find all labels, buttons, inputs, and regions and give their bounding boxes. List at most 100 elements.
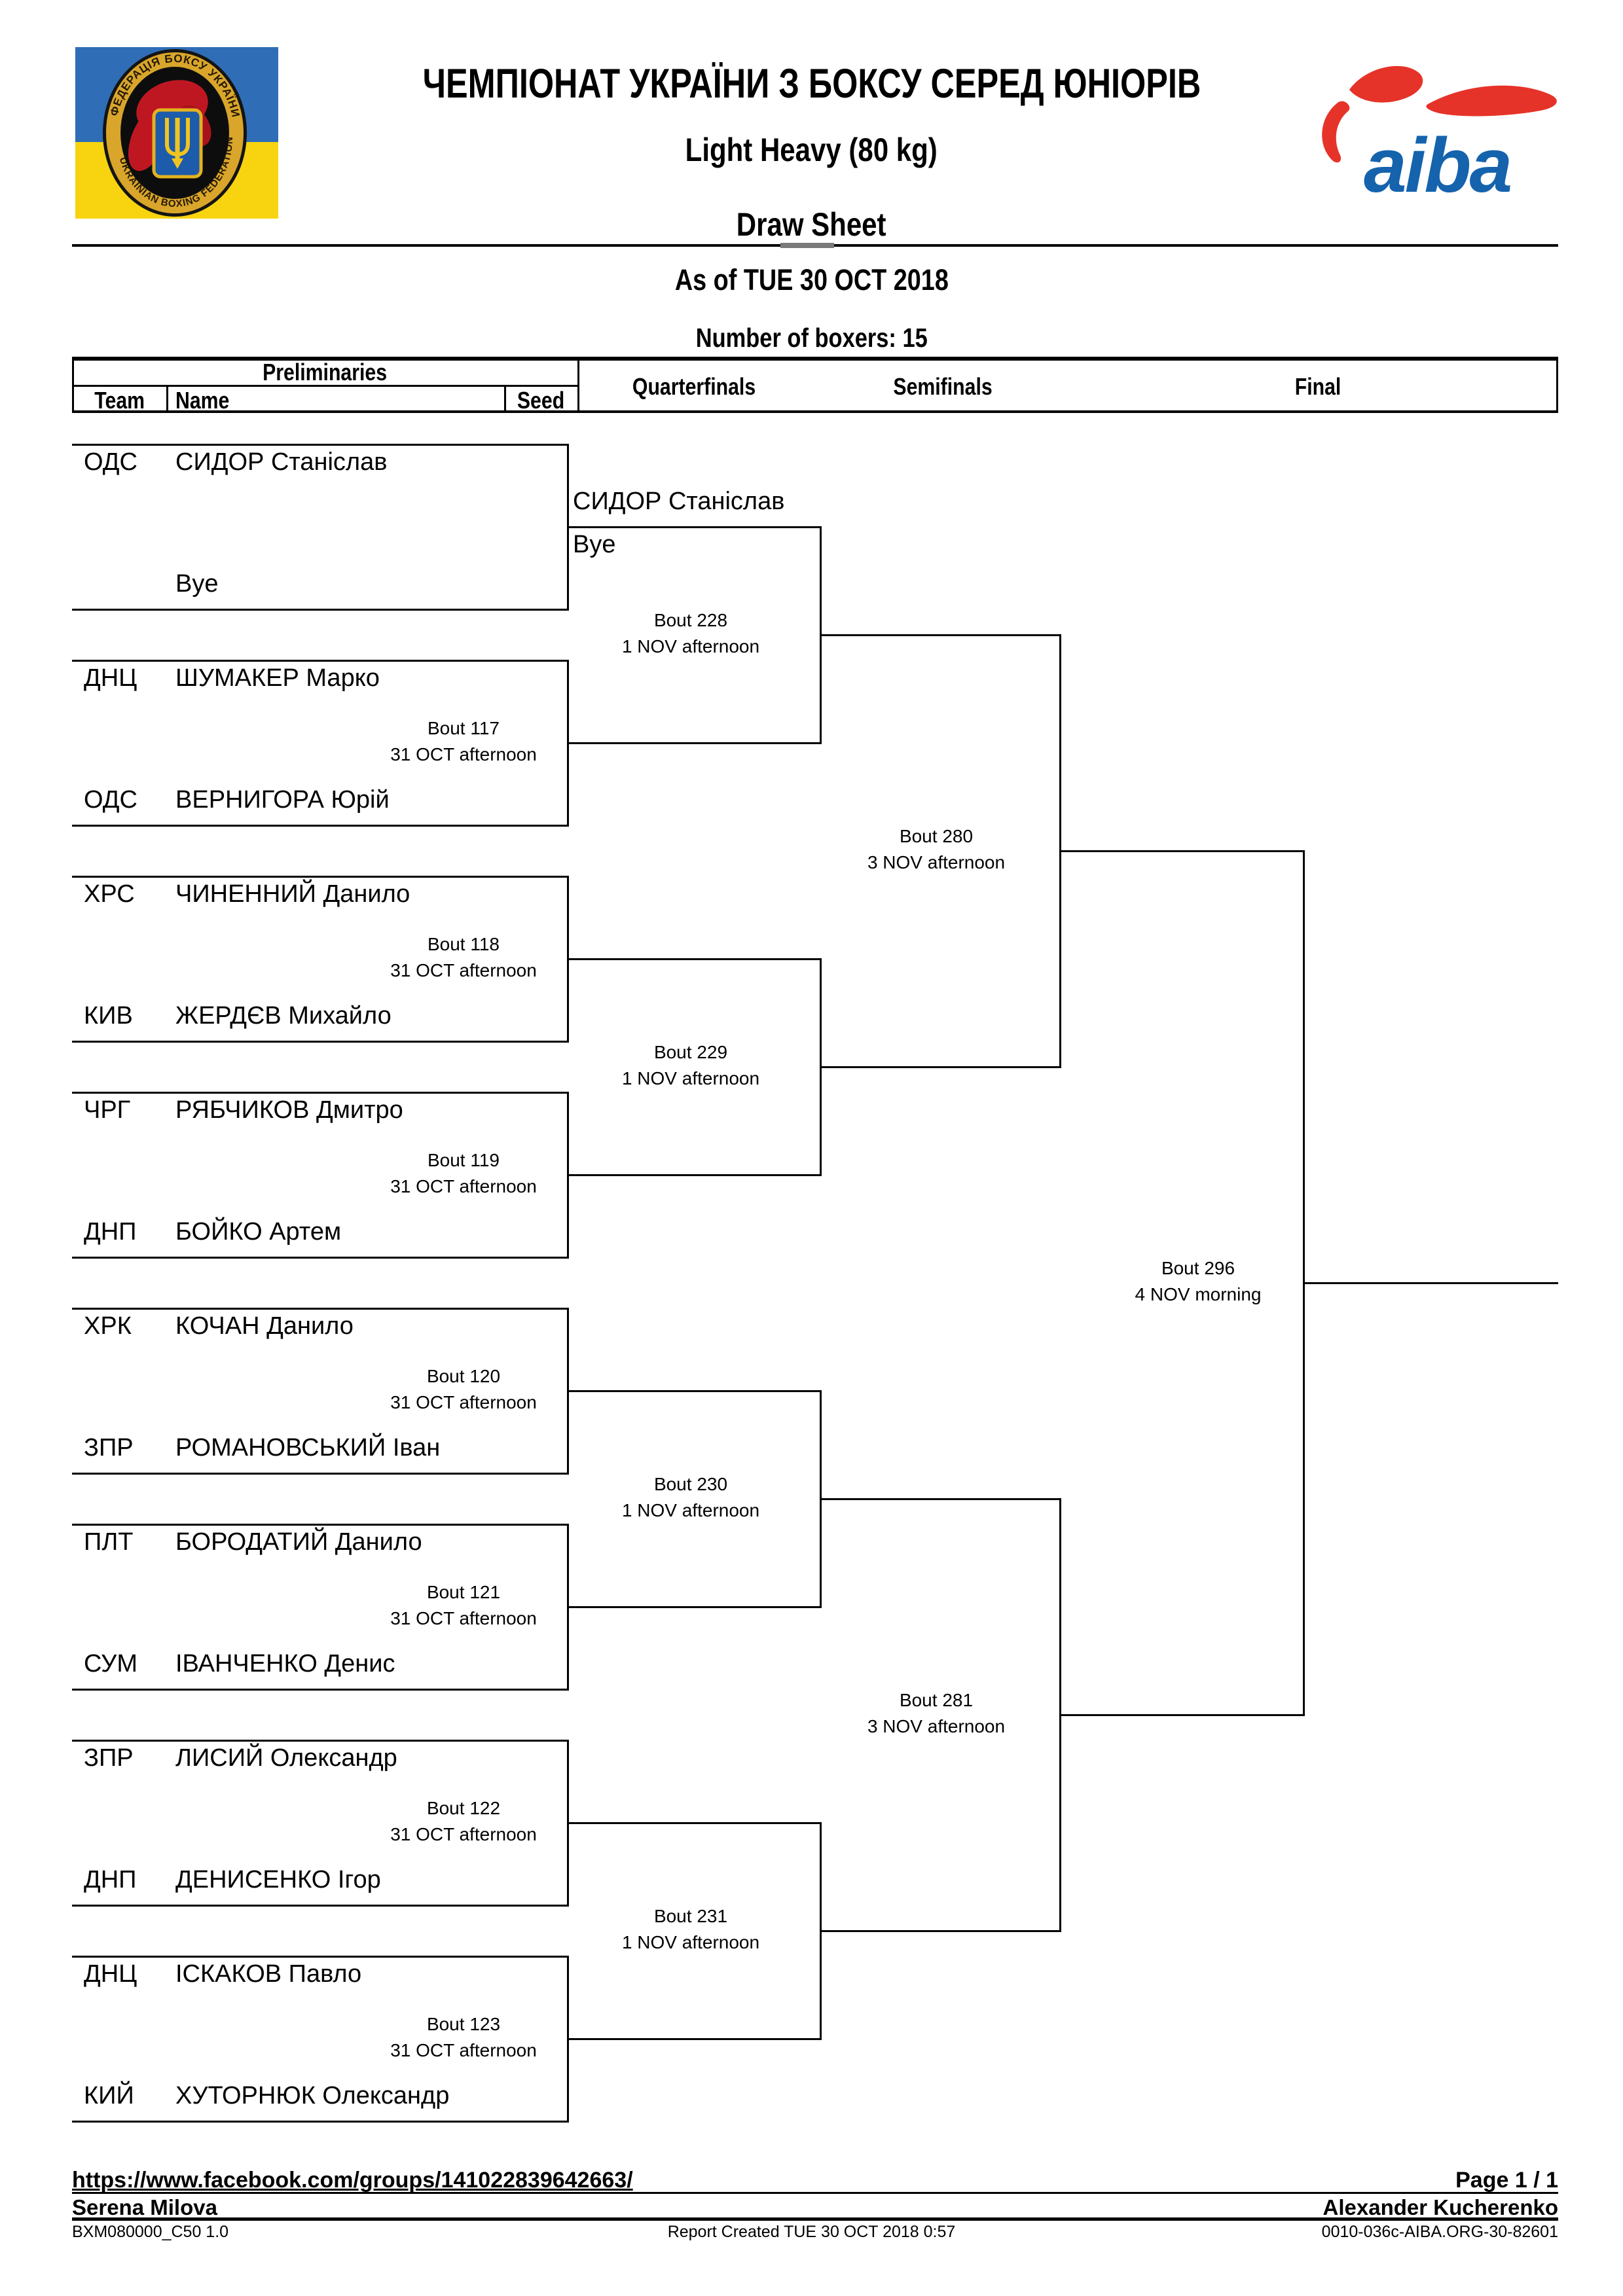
bout-number: Bout 228 — [653, 610, 728, 630]
weight-class: Light Heavy (80 kg) — [685, 132, 938, 168]
bout-number: Bout 231 — [653, 1906, 728, 1926]
slot-line — [72, 2121, 567, 2123]
page-indicator: Page 1 / 1 — [1455, 2168, 1558, 2193]
official-left: Serena Milova — [72, 2195, 217, 2219]
bout-schedule: 1 NOV afternoon — [621, 1932, 760, 1952]
prelim-rounds-divider — [577, 357, 579, 413]
boxer-name: ЖЕРДЄВ Михайло — [175, 1002, 392, 1030]
team-code: ПЛТ — [84, 1528, 134, 1556]
bout-label: Bout 228 1 NOV afternoon — [560, 609, 822, 662]
boxer-name: Bye — [175, 570, 219, 598]
bout-number: Bout 230 — [653, 1474, 728, 1494]
slot-line — [1059, 850, 1305, 852]
column-name: Name — [175, 387, 230, 414]
column-seed: Seed — [517, 387, 565, 414]
slot-line — [567, 2038, 822, 2040]
champion-line — [1303, 1282, 1558, 1284]
slot-line — [567, 1390, 822, 1392]
bout-schedule: 1 NOV afternoon — [621, 1500, 760, 1520]
as-of-date: As of TUE 30 OCT 2018 — [674, 263, 949, 296]
column-final: Final — [1294, 373, 1341, 400]
aiba-boxer-shape — [1322, 65, 1557, 163]
bout-schedule: 31 OCT afternoon — [390, 2040, 537, 2060]
slot-line — [820, 634, 1061, 636]
column-preliminaries: Preliminaries — [263, 359, 387, 386]
team-name-divider — [166, 385, 168, 413]
bout-schedule: 1 NOV afternoon — [621, 1068, 760, 1088]
slot-line — [567, 958, 822, 960]
slot-line — [567, 1822, 822, 1824]
sheet-type: Draw Sheet — [737, 206, 886, 243]
doc-id: 0010-036c-AIBA.ORG-30-82601 — [1321, 2223, 1558, 2241]
team-code: ОДС — [84, 448, 137, 476]
table-header-top-border — [72, 357, 1558, 361]
bout-schedule: 31 OCT afternoon — [390, 960, 537, 980]
slot-line — [567, 1606, 822, 1608]
facebook-link[interactable]: https://www.facebook.com/groups/14102283… — [72, 2168, 633, 2193]
team-code: ОДС — [84, 786, 137, 814]
column-semifinals: Semifinals — [893, 373, 993, 400]
boxer-name: ІВАНЧЕНКО Денис — [175, 1650, 395, 1677]
bout-label: Bout 230 1 NOV afternoon — [560, 1473, 822, 1526]
bout-schedule: 31 OCT afternoon — [390, 1392, 537, 1412]
page-title: ЧЕМПІОНАТ УКРАЇНИ З БОКСУ СЕРЕД ЮНІОРІВ — [422, 61, 1201, 107]
bout-number: Bout 119 — [427, 1150, 500, 1170]
slot-line — [1059, 1714, 1305, 1716]
slot-line — [72, 1092, 567, 1094]
bout-number: Bout 121 — [426, 1582, 501, 1602]
slot-line — [567, 526, 822, 528]
boxer-name: ДЕНИСЕНКО Ігор — [175, 1866, 381, 1893]
bout-schedule: 3 NOV afternoon — [867, 1716, 1006, 1736]
bout-number: Bout 120 — [426, 1366, 501, 1386]
boxer-name: РЯБЧИКОВ Дмитро — [175, 1096, 403, 1124]
boxer-name: ЛИСИЙ Олександр — [175, 1744, 397, 1772]
bout-label: Bout 119 31 OCT afternoon — [333, 1149, 594, 1202]
team-code: ДНП — [84, 1866, 137, 1893]
table-header-bottom-border — [72, 410, 1558, 413]
official-right: Alexander Kucherenko — [1322, 2195, 1558, 2219]
bout-label: Bout 296 4 NOV morning — [1067, 1257, 1329, 1310]
boxer-name: КОЧАН Данило — [175, 1312, 354, 1340]
header-rule-gray-segment — [780, 243, 834, 248]
bout-label: Bout 280 3 NOV afternoon — [805, 825, 1067, 878]
bout-schedule: 31 OCT afternoon — [390, 744, 537, 764]
slot-line — [820, 1498, 1061, 1500]
slot-line — [820, 1066, 1061, 1068]
bout-label: Bout 123 31 OCT afternoon — [333, 2013, 594, 2066]
slot-line — [72, 660, 567, 662]
report-code: BXM080000_C50 1.0 — [72, 2223, 229, 2241]
boxer-name: ХУТОРНЮК Олександр — [175, 2082, 450, 2109]
bout-label: Bout 229 1 NOV afternoon — [560, 1041, 822, 1094]
team-code: ХРС — [84, 880, 135, 908]
slot-line — [72, 1473, 567, 1475]
bout-number: Bout 118 — [427, 934, 500, 954]
slot-line — [72, 1689, 567, 1691]
team-code: ХРК — [84, 1312, 132, 1340]
advanced-opponent-bye: Bye — [573, 531, 616, 558]
team-code: КИЙ — [84, 2082, 134, 2109]
bout-number: Bout 117 — [427, 718, 500, 738]
bout-label: Bout 117 31 OCT afternoon — [333, 717, 594, 770]
table-header-right-border — [1556, 357, 1558, 413]
boxer-name: СИДОР Станіслав — [175, 448, 388, 476]
table-header-left-border — [72, 357, 74, 413]
slot-line — [820, 1930, 1061, 1932]
bout-schedule: 1 NOV afternoon — [621, 636, 760, 656]
number-of-boxers: Number of boxers: 15 — [695, 323, 928, 353]
report-created: Report Created TUE 30 OCT 2018 0:57 — [667, 2223, 956, 2241]
slot-line — [567, 1174, 822, 1176]
bout-number: Bout 122 — [426, 1798, 501, 1818]
bout-label: Bout 118 31 OCT afternoon — [333, 933, 594, 986]
team-code: ЧРГ — [84, 1096, 131, 1124]
prelim-header-divider — [72, 385, 577, 387]
team-code: ДНЦ — [84, 664, 137, 692]
slot-line — [72, 1956, 567, 1958]
bout-number: Bout 280 — [899, 826, 974, 846]
team-code: ЗПР — [84, 1434, 134, 1462]
boxer-name: БОЙКО Артем — [175, 1218, 342, 1246]
federation-logo: ФЕДЕРАЦІЯ БОКСУ УКРАЇНИ UKRAINIAN BOXING… — [75, 47, 278, 219]
bout-number: Bout 281 — [899, 1690, 974, 1710]
slot-line — [72, 876, 567, 878]
bout-schedule: 31 OCT afternoon — [390, 1824, 537, 1844]
